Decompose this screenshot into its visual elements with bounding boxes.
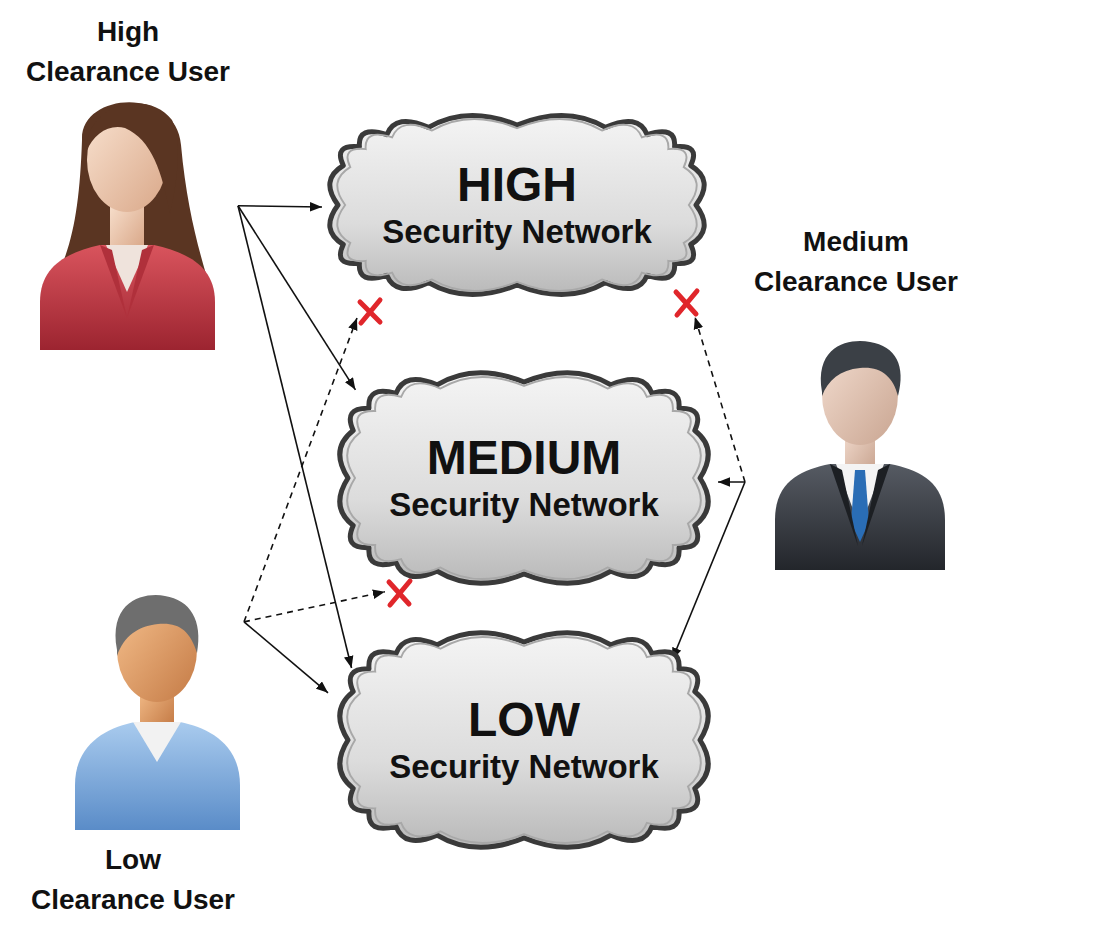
- user-label: High Clearance User: [21, 12, 235, 92]
- network-cloud: HIGHSecurity Network: [318, 105, 716, 305]
- user-label: Medium Clearance User: [749, 222, 963, 302]
- network-name: Security Network: [389, 485, 659, 525]
- denied-mark: [389, 581, 410, 605]
- access-arrow: [238, 206, 322, 207]
- medium-user-icon: [775, 341, 945, 570]
- user-node: High Clearance User: [18, 12, 238, 355]
- network-level: LOW: [468, 694, 580, 747]
- high-user-icon: [40, 102, 215, 350]
- denied-access-arrow: [244, 592, 385, 622]
- denied-access-arrow: [244, 318, 357, 622]
- network-cloud: MEDIUMSecurity Network: [328, 362, 720, 594]
- access-arrow: [238, 206, 352, 668]
- denied-mark: [676, 291, 697, 315]
- access-arrow: [244, 622, 328, 693]
- network-name: Security Network: [389, 747, 659, 787]
- access-arrow: [718, 481, 745, 483]
- user-node: Low Clearance User: [22, 585, 244, 920]
- network-level: HIGH: [457, 159, 577, 212]
- network-cloud: LOWSecurity Network: [328, 622, 720, 858]
- low-user-icon: [75, 595, 240, 830]
- user-label: Low Clearance User: [26, 840, 240, 920]
- network-level: MEDIUM: [427, 432, 622, 485]
- user-node: Medium Clearance User: [745, 222, 967, 572]
- network-name: Security Network: [382, 212, 652, 252]
- denied-mark: [360, 300, 380, 323]
